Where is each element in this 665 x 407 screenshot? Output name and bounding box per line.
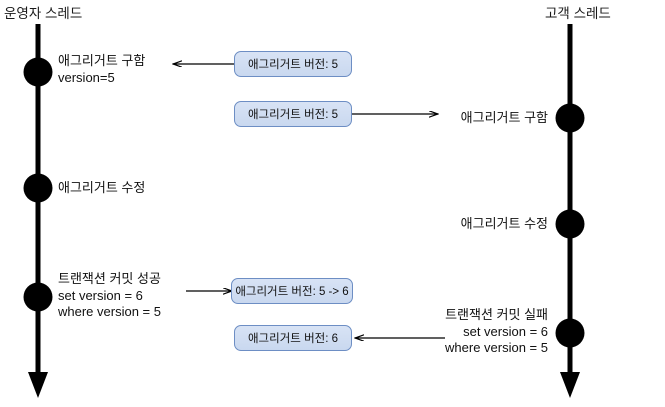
right-event-label-2: 애그리거트 수정 (460, 216, 548, 231)
left-event-label-2: 애그리거트 수정 (58, 180, 146, 195)
message-box-1[interactable]: 애그리거트 버전: 5 (234, 51, 352, 77)
message-box-2[interactable]: 애그리거트 버전: 5 (234, 101, 352, 127)
message-box-4[interactable]: 애그리거트 버전: 6 (234, 325, 352, 351)
right-event-label-1: 애그리거트 구함 (460, 110, 548, 125)
right-lifeline-group (555, 24, 585, 398)
right-event-label-3: 트랜잭션 커밋 실패 set version = 6 where version… (445, 307, 548, 355)
right-node-3 (555, 318, 585, 348)
message-box-3[interactable]: 애그리거트 버전: 5 -> 6 (231, 278, 353, 304)
left-lifeline-arrowhead (28, 372, 48, 398)
right-lifeline-arrowhead (560, 372, 580, 398)
right-node-2 (555, 209, 585, 239)
left-node-3 (23, 282, 53, 312)
right-node-1 (555, 103, 585, 133)
left-lifeline-group (23, 24, 53, 398)
left-event-label-1: 애그리거트 구함 version=5 (58, 53, 146, 85)
right-lane-title: 고객 스레드 (545, 6, 611, 21)
left-node-2 (23, 173, 53, 203)
left-lane-title: 운영자 스레드 (4, 6, 83, 21)
left-node-1 (23, 57, 53, 87)
left-event-label-3: 트랜잭션 커밋 성공 set version = 6 where version… (58, 271, 161, 319)
